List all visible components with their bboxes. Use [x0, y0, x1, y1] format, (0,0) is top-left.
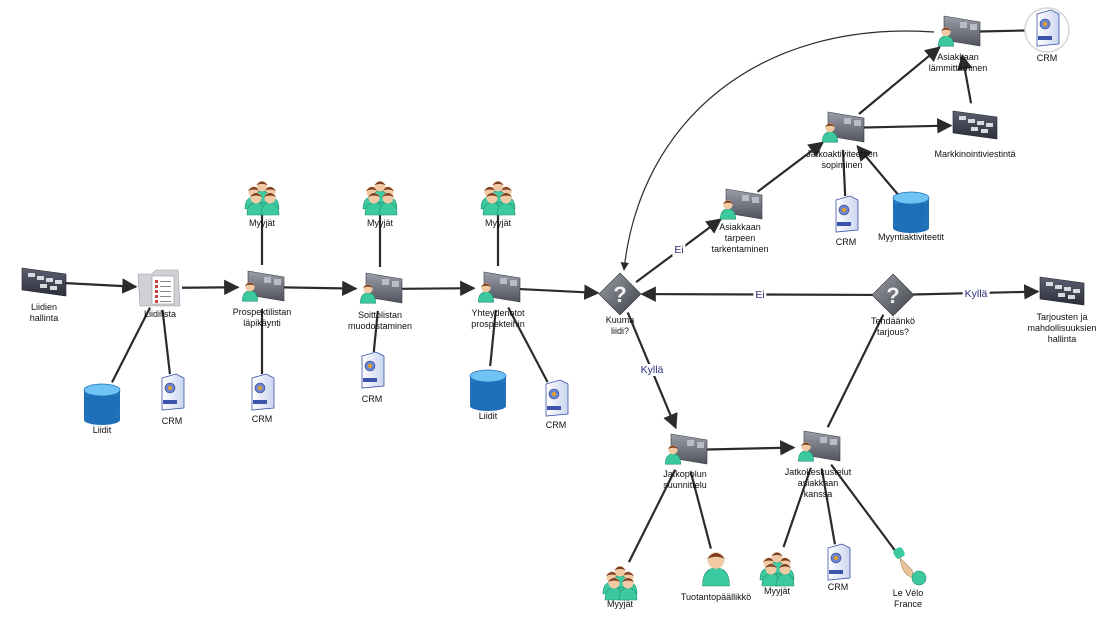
crm-server-icon[interactable]: [361, 351, 385, 389]
edge-yhteydenotot-to-crm_4[interactable]: [507, 306, 549, 383]
node-label-liidilista: Liidilista: [143, 309, 177, 319]
edge-lammittaminen-to-crm_6[interactable]: [979, 29, 1026, 33]
edge-label: Kyllä: [962, 288, 990, 300]
edge-myyntiaktiviteetit-to-jatkoaktiviteettien[interactable]: [856, 145, 899, 196]
crm-server-icon[interactable]: [835, 195, 859, 233]
crm-server-icon[interactable]: [1024, 7, 1070, 53]
crm-server-icon[interactable]: [827, 543, 851, 581]
edge-jatkoaktiviteettien-to-crm_5[interactable]: [841, 149, 847, 197]
process-map-icon[interactable]: [1039, 276, 1085, 306]
node-label-crm-2: CRM: [251, 414, 273, 424]
node-label-jatkopolun: Jatkopolun suunnittelu: [663, 469, 707, 490]
node-label-myyjat-2: Myyjät: [366, 218, 394, 228]
user-task-icon[interactable]: [938, 15, 981, 47]
database-icon[interactable]: [83, 383, 121, 425]
node-label-kuuma-liidi: Kuuma liidi?: [605, 315, 635, 336]
node-label-levelo: Le Vélo France: [892, 588, 924, 609]
node-label-myyjat-4: Myyjät: [606, 599, 634, 609]
svg-text:?: ?: [886, 283, 899, 308]
edge-liidilista-to-liidit_1[interactable]: [110, 307, 152, 383]
node-label-myyjat-1: Myyjät: [248, 218, 276, 228]
node-label-tuotantopaallikko: Tuotantopäällikkö: [680, 592, 752, 602]
crm-server-icon[interactable]: [251, 373, 275, 411]
node-label-prospektilistan: Prospektilistan läpikäynti: [232, 307, 292, 328]
database-icon[interactable]: [892, 191, 930, 233]
user-group-icon[interactable]: [244, 181, 280, 216]
node-label-myyntiaktiviteetit: Myyntiaktiviteetit: [877, 232, 945, 242]
node-label-crm-5: CRM: [835, 237, 857, 247]
edge-lammittaminen-to-kuuma_liidi[interactable]: [620, 30, 935, 271]
edge-jatkopolun-to-tuotantopaallikko[interactable]: [689, 470, 712, 549]
edge-liidilista-to-prospektilistan[interactable]: [181, 279, 240, 296]
edge-jatkopolun-to-myyjat_4[interactable]: [627, 469, 677, 563]
node-label-crm-4: CRM: [545, 420, 567, 430]
database-icon[interactable]: [469, 369, 507, 411]
user-task-icon[interactable]: [478, 271, 521, 303]
svg-text:?: ?: [613, 282, 626, 307]
node-label-myyjat-5: Myyjät: [763, 586, 791, 596]
edge-soittolistan-to-crm_3[interactable]: [372, 310, 379, 353]
node-label-crm-3: CRM: [361, 394, 383, 404]
user-group-icon[interactable]: [602, 566, 638, 601]
decision-diamond-icon[interactable]: ?: [598, 272, 642, 316]
process-map-icon[interactable]: [21, 267, 67, 297]
user-task-icon[interactable]: [242, 270, 285, 302]
person-icon[interactable]: [702, 552, 730, 587]
crm-server-icon[interactable]: [161, 373, 185, 411]
edge-liidilista-to-crm_1[interactable]: [161, 309, 172, 375]
node-label-lammittaminen: Asiakkaan lämmittäminen: [928, 52, 988, 73]
user-group-icon[interactable]: [362, 181, 398, 216]
node-label-crm-1: CRM: [161, 416, 183, 426]
decision-diamond-icon[interactable]: ?: [871, 273, 915, 317]
edge-jatkoaktiviteettien-to-markkinointi[interactable]: [863, 118, 953, 134]
node-label-jatkoaktiviteettien: Jatkoaktiviteettien sopiminen: [806, 149, 878, 170]
edge-jatkokeskustelut-to-myyjat_5[interactable]: [782, 467, 812, 548]
process-map-icon[interactable]: [952, 110, 998, 140]
node-label-liidit-2: Liidit: [478, 411, 498, 421]
edge-yhteydenotot-to-liidit_2[interactable]: [489, 309, 497, 367]
node-label-crm-7: CRM: [827, 582, 849, 592]
edge-soittolistan-to-yhteydenotot[interactable]: [401, 280, 476, 297]
node-label-markkinointi: Markkinointiviestintä: [934, 149, 1016, 159]
node-label-jatkokeskustelut: Jatkokeskustelut asiakkaan kanssa: [784, 467, 852, 499]
node-label-crm-6: CRM: [1036, 53, 1058, 63]
edge-prospektilistan-to-soittolistan[interactable]: [283, 280, 358, 297]
handshake-icon[interactable]: [892, 546, 927, 586]
node-label-liidit-1: Liidit: [92, 425, 112, 435]
user-task-icon[interactable]: [720, 188, 763, 220]
edge-jatkoaktiviteettien-to-lammittaminen[interactable]: [858, 46, 941, 115]
user-task-icon[interactable]: [360, 272, 403, 304]
node-label-tarjousten: Tarjousten ja mahdollisuuksien hallinta: [1027, 312, 1097, 344]
crm-server-icon[interactable]: [545, 379, 569, 417]
node-label-yhteydenotot: Yhteydenotot prospekteihin: [471, 308, 525, 329]
user-task-icon[interactable]: [822, 111, 865, 143]
node-label-tarpeen: Asiakkaan tarpeen tarkentaminen: [711, 222, 769, 254]
user-group-icon[interactable]: [480, 181, 516, 216]
user-group-icon[interactable]: [759, 552, 795, 587]
edge-label: Ei: [753, 289, 767, 301]
edge-jatkokeskustelut-to-tehdaanko[interactable]: [826, 314, 885, 428]
edge-label: Ei: [672, 244, 686, 256]
user-task-icon[interactable]: [798, 430, 841, 462]
edge-jatkokeskustelut-to-levelo[interactable]: [830, 463, 897, 553]
nodes-layer: ??: [21, 7, 1085, 601]
edge-jatkopolun-to-jatkokeskustelut[interactable]: [706, 440, 796, 456]
node-label-liidien-hallinta: Liidien hallinta: [29, 302, 59, 323]
edge-jatkokeskustelut-to-crm_7[interactable]: [820, 468, 836, 545]
node-label-soittolistan: Soittolistan muodostaminen: [347, 310, 413, 331]
document-folder-icon[interactable]: [137, 269, 181, 307]
edge-yhteydenotot-to-kuuma_liidi[interactable]: [519, 284, 600, 300]
user-task-icon[interactable]: [665, 433, 708, 465]
edge-markkinointi-to-lammittaminen[interactable]: [957, 54, 973, 104]
edge-label: Kyllä: [638, 364, 666, 376]
node-label-myyjat-3: Myyjät: [484, 218, 512, 228]
edge-tarpeen-to-jatkoaktiviteettien[interactable]: [756, 141, 825, 193]
node-label-tehdaanko: Tehdäänkö tarjous?: [870, 316, 916, 337]
edge-liidien_hallinta-to-liidilista[interactable]: [65, 278, 138, 294]
